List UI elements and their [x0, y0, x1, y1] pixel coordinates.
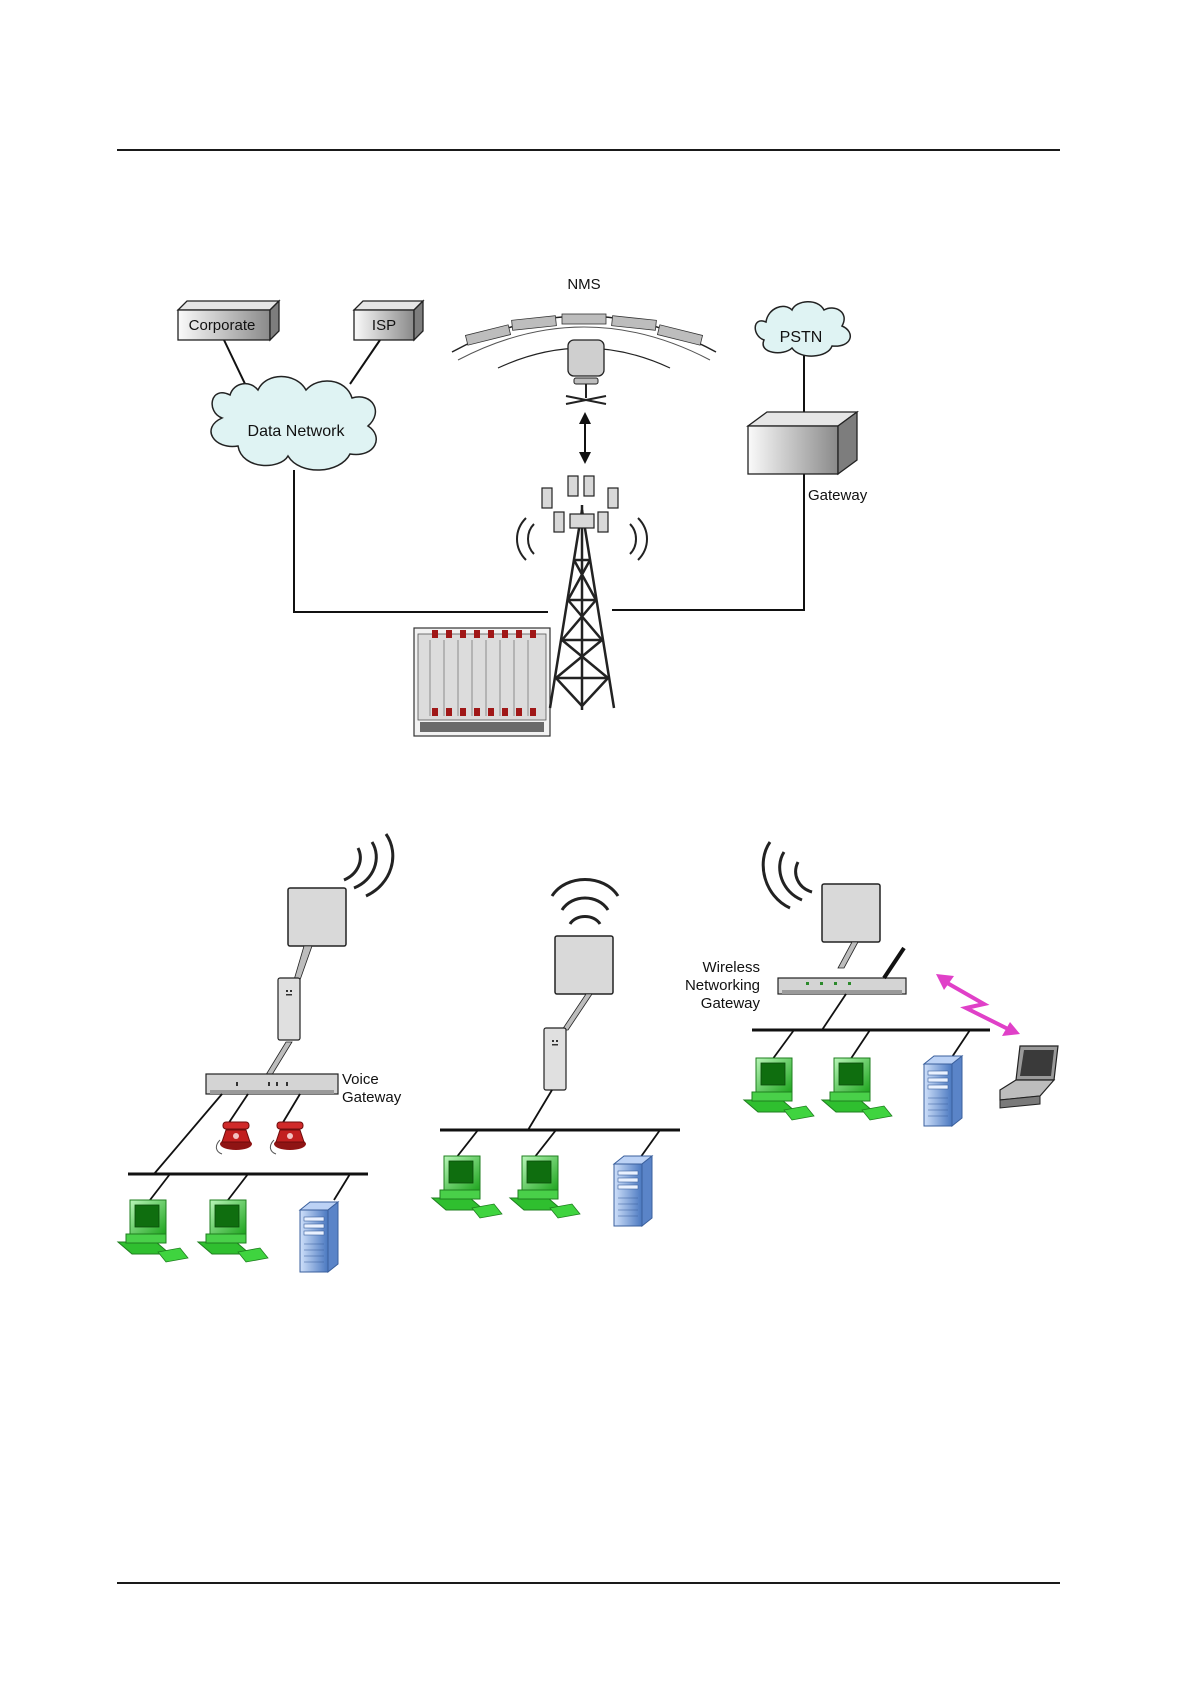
voice-server [300, 1202, 338, 1272]
voice-phone-2 [270, 1122, 306, 1154]
voice-site-cable [294, 946, 312, 980]
gateway-node: Gateway [748, 412, 868, 504]
voice-pc-1 [118, 1200, 188, 1262]
wng-label-line2: Networking [685, 977, 760, 994]
nms-link-arrow [579, 412, 591, 464]
wng-server [924, 1056, 962, 1126]
wng-pc-1 [744, 1058, 814, 1120]
middle-site-radio [555, 936, 613, 994]
isp-label: ISP [372, 317, 396, 334]
wng-site-radio [822, 884, 880, 942]
voice-site-indoor-unit [278, 978, 300, 1040]
data-network-label: Data Network [248, 423, 346, 440]
voice-site-radio [288, 888, 346, 946]
wireless-link-arrow [936, 974, 1020, 1036]
gateway-label: Gateway [808, 487, 868, 504]
top-links [224, 340, 804, 612]
middle-pc-1 [432, 1156, 502, 1218]
cell-tower [550, 505, 614, 710]
wng-label-line1: Wireless [702, 959, 760, 976]
wng-site: Wireless Networking Gateway [685, 842, 1058, 1126]
wireless-networking-gateway-device [778, 948, 906, 994]
laptop [1000, 1046, 1058, 1108]
voice-phone-1 [216, 1122, 252, 1154]
middle-site [432, 880, 680, 1227]
corporate-node: Corporate [178, 301, 279, 340]
voice-gateway-label-line2: Gateway [342, 1089, 402, 1106]
voice-site-waves [344, 834, 393, 896]
middle-site-indoor-unit [544, 1028, 566, 1090]
corporate-label: Corporate [189, 317, 256, 334]
voice-gateway-device [206, 1074, 338, 1094]
middle-pc-2 [510, 1156, 580, 1218]
isp-node: ISP [354, 301, 423, 340]
wng-label-line3: Gateway [701, 995, 761, 1012]
data-network-cloud: Data Network [211, 377, 376, 471]
voice-pc-2 [198, 1200, 268, 1262]
voice-gateway-label-line1: Voice [342, 1071, 379, 1088]
nms-label: NMS [567, 276, 600, 293]
middle-server [614, 1156, 652, 1226]
pstn-label: PSTN [780, 329, 823, 346]
wng-pc-2 [822, 1058, 892, 1120]
nms-console: NMS [452, 276, 716, 404]
pstn-cloud: PSTN [755, 302, 850, 356]
voice-site: Voice Gateway [118, 834, 402, 1272]
middle-site-waves [552, 880, 618, 925]
base-station-rack [414, 628, 550, 736]
tower-antennas [542, 476, 618, 532]
wng-site-waves [763, 842, 812, 908]
